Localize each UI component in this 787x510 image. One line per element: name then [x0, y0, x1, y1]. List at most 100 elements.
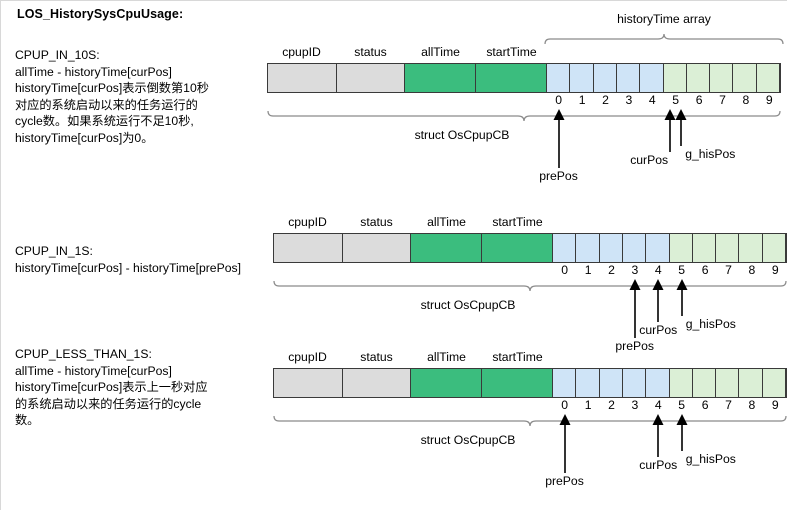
history-time-cell	[716, 234, 740, 262]
array-index-label: 2	[608, 398, 615, 412]
struct-field-label: allTime	[427, 350, 466, 364]
array-index-label: 9	[771, 263, 779, 277]
history-time-cell	[622, 369, 647, 397]
history-time-cell	[692, 234, 717, 262]
pointer-arrow	[559, 414, 571, 473]
history-time-cell	[570, 64, 594, 92]
history-time-array-label: historyTime array	[617, 12, 711, 26]
history-time-array-brace	[544, 29, 784, 45]
struct-field-label: startTime	[492, 215, 543, 229]
array-index-label: 4	[654, 263, 662, 277]
pointer-arrow	[676, 279, 688, 316]
history-time-cell	[756, 64, 781, 92]
array-index-label: 2	[602, 93, 609, 107]
struct-field-cell	[482, 369, 553, 397]
history-time-cell	[552, 234, 577, 262]
array-index-label: 1	[578, 93, 586, 107]
array-index-label: 8	[748, 263, 756, 277]
section-description: CPUP_IN_1S: historyTime[curPos] - histor…	[15, 244, 241, 275]
struct-field-label: startTime	[492, 350, 543, 364]
struct-field-labels: cpupID status allTime startTime	[273, 215, 787, 233]
struct-field-labels: cpupID status allTime startTime	[273, 350, 787, 368]
struct-brace	[273, 280, 787, 298]
memory-row	[273, 233, 787, 263]
pointer-arrow	[553, 109, 565, 168]
array-index-label: 4	[648, 93, 656, 107]
struct-field-label: allTime	[427, 215, 466, 229]
struct-field-cell	[274, 369, 343, 397]
array-index-label: 1	[584, 398, 592, 412]
array-index-label: 0	[555, 93, 563, 107]
history-time-cell	[599, 369, 623, 397]
struct-field-label: cpupID	[282, 45, 321, 59]
pointer-arrow	[652, 279, 664, 322]
array-index-label: 0	[561, 398, 569, 412]
struct-field-cell	[336, 64, 406, 92]
struct-field-label: status	[360, 350, 393, 364]
pointer-label: g_hisPos	[685, 317, 736, 331]
struct-field-cell	[405, 64, 477, 92]
history-time-cell	[593, 64, 617, 92]
array-index-label: 6	[701, 398, 709, 412]
struct-field-label: cpupID	[288, 215, 327, 229]
history-time-cell	[686, 64, 711, 92]
struct-field-label: status	[360, 215, 393, 229]
struct-field-label: startTime	[486, 45, 537, 59]
pointer-label: curPos	[639, 458, 678, 472]
history-time-cell	[739, 234, 763, 262]
history-time-cell	[669, 369, 693, 397]
array-index-label: 8	[742, 93, 750, 107]
array-index-label: 1	[584, 263, 592, 277]
array-index-label: 8	[748, 398, 756, 412]
struct-field-cell	[482, 234, 553, 262]
array-index-label: 7	[725, 263, 732, 277]
array-index-label: 5	[672, 93, 680, 107]
struct-field-label: cpupID	[288, 350, 327, 364]
section-description: CPUP_LESS_THAN_1S: allTime - historyTime…	[15, 347, 208, 428]
array-index-label: 5	[678, 398, 686, 412]
history-time-cell	[663, 64, 687, 92]
history-time-cell	[692, 369, 717, 397]
history-time-cell	[640, 64, 664, 92]
memory-row	[267, 63, 781, 93]
history-time-cell	[576, 234, 600, 262]
history-time-cell	[616, 64, 641, 92]
pointer-label: prePos	[545, 474, 584, 488]
pointer-label: curPos	[639, 323, 678, 337]
struct-field-cell	[268, 64, 337, 92]
page-title: LOS_HistorySysCpuUsage:	[17, 7, 184, 21]
pointer-arrow	[629, 279, 641, 338]
array-index-label: 6	[695, 93, 703, 107]
memory-row	[273, 368, 787, 398]
array-index-label: 6	[701, 263, 709, 277]
struct-brace	[267, 110, 781, 128]
history-time-cell	[552, 369, 577, 397]
history-time-cell	[739, 369, 763, 397]
pointer-arrow	[675, 109, 687, 146]
struct-brace	[273, 415, 787, 433]
array-index-label: 4	[654, 398, 662, 412]
struct-field-cell	[342, 234, 412, 262]
history-time-cell	[646, 234, 670, 262]
history-time-cell	[622, 234, 647, 262]
history-time-cell	[599, 234, 623, 262]
section-description: CPUP_IN_10S: allTime - historyTime[curPo…	[15, 48, 209, 145]
array-index-label: 2	[608, 263, 615, 277]
struct-field-cell	[411, 234, 483, 262]
struct-field-cell	[476, 64, 547, 92]
pointer-label: prePos	[539, 169, 578, 183]
pointer-arrow	[652, 414, 664, 457]
pointer-arrow	[676, 414, 688, 451]
history-time-cell	[733, 64, 757, 92]
struct-field-label: status	[354, 45, 387, 59]
struct-field-cell	[342, 369, 412, 397]
struct-label: struct OsCpupCB	[420, 433, 516, 447]
history-time-cell	[576, 369, 600, 397]
array-index-label: 9	[771, 398, 779, 412]
array-index-label: 3	[625, 93, 633, 107]
history-time-cell	[716, 369, 740, 397]
